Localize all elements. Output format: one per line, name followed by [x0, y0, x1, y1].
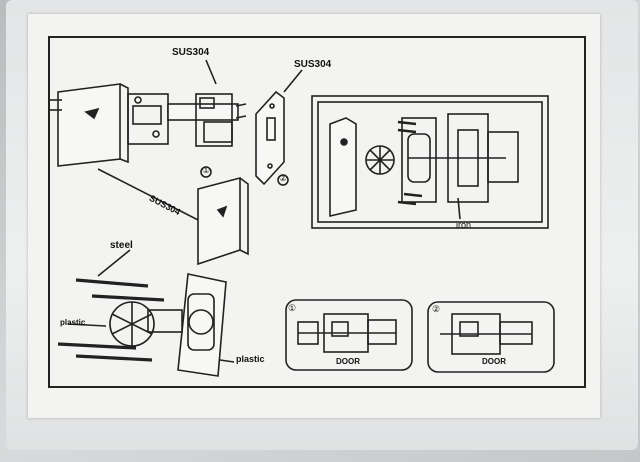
- latch-assembly: [48, 83, 247, 167]
- label-door-1-number: ①: [288, 303, 297, 313]
- label-plastic-right: plastic: [236, 354, 265, 364]
- keeper-plate: [255, 90, 285, 186]
- cover-plate: [197, 176, 249, 266]
- diagram-frame: [48, 36, 586, 388]
- label-door-2-number: ②: [432, 304, 441, 314]
- assembly-diagram: [48, 59, 555, 377]
- label-sus304-top: SUS304: [172, 47, 210, 58]
- door-diagrams: [285, 299, 555, 373]
- label-iron: iron: [456, 220, 472, 230]
- knob-exploded-view: [57, 273, 227, 377]
- label-door-1: DOOR: [336, 357, 360, 366]
- label-door-2: DOOR: [482, 357, 506, 366]
- label-steel: steel: [110, 240, 133, 251]
- inset-box: [311, 95, 549, 229]
- label-sus304-right: SUS304: [294, 59, 332, 70]
- leader-lines: [67, 59, 461, 363]
- instruction-sheet: SUS304 SUS304 SUS304 steel plastic plast…: [28, 14, 600, 418]
- label-part-2: ②: [279, 173, 288, 183]
- label-plastic-left: plastic: [60, 318, 86, 327]
- label-part-1: ①: [202, 165, 211, 175]
